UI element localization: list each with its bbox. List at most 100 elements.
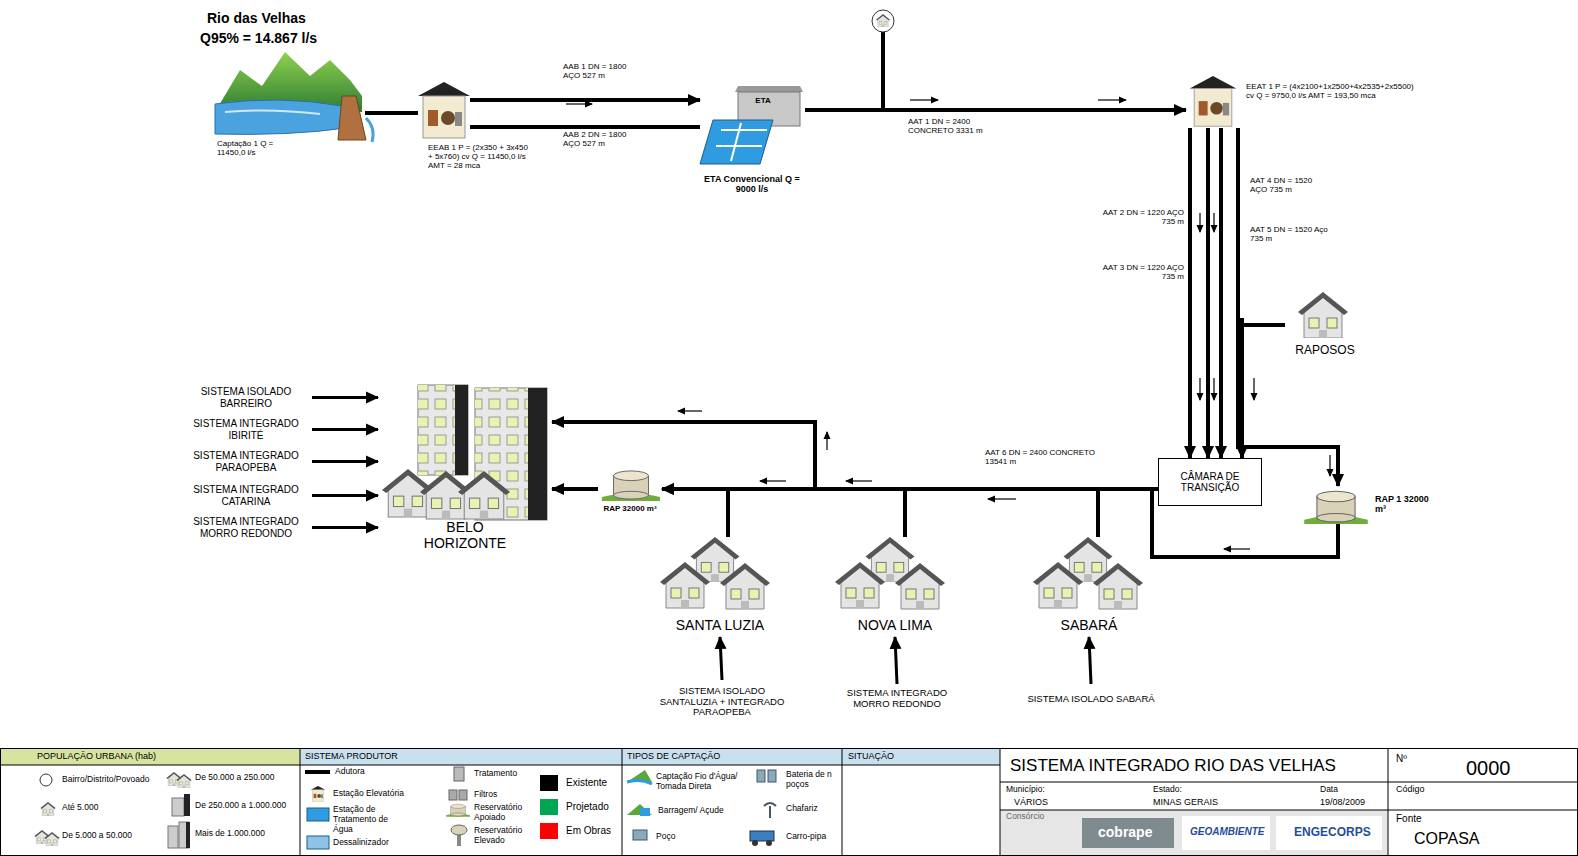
node-text: EEAT 1 P = (4x2100+1x2500+4x2535+2x5500)… [1246, 82, 1418, 100]
source-system: SISTEMA ISOLADO BARREIRO [180, 382, 312, 413]
legend-text: Em Obras [566, 825, 611, 837]
pipeline [552, 422, 1158, 489]
node-text: SISTEMA INTEGRADO MORRO REDONDO [833, 688, 961, 710]
node-text: SABARÁ [1030, 617, 1148, 633]
source-system: SISTEMA INTEGRADO CATARINA [180, 480, 312, 511]
legend-text: Até 5.000 [62, 803, 98, 813]
node-text: SISTEMA INTEGRADO MORRO REDONDO [183, 516, 309, 539]
pipe-label: AAT 4 DN = 1520 AÇO 735 m [1250, 176, 1330, 194]
pumping-station: EEAB 1 P = (2x350 + 3x450 + 5x760) cv Q … [418, 82, 470, 140]
node-text: ETA Convencional Q = 9000 l/s [697, 174, 807, 195]
pipe-label: AAB 1 DN = 1800 AÇO 527 m [563, 62, 629, 80]
sheet-title: SISTEMA INTEGRADO RIO DAS VELHAS [1010, 756, 1336, 776]
sheet-label: ENGECORPS [1294, 826, 1371, 840]
sheet-label: Estado: [1153, 785, 1182, 795]
legend-text: Projetado [566, 801, 609, 813]
sheet-label: Fonte [1396, 813, 1422, 825]
node-text: Captação 1 Q = 11450,0 l/s [217, 139, 291, 157]
legend-text: Barragem/ Açude [658, 806, 724, 816]
town-santa-luzia: SANTA LUZIA [655, 537, 785, 637]
node-text: Rio das Velhas [207, 10, 357, 26]
node-text: NOVA LIMA [830, 617, 960, 633]
sheet-label: Consórcio [1006, 812, 1044, 822]
city-belo-horizonte: BELO HORIZONTE [378, 383, 552, 553]
legend-text: Adutora [335, 767, 365, 777]
legend-swatch [540, 775, 558, 791]
town-raposos: RAPOSOS [1285, 292, 1365, 362]
node-text: RAPOSOS [1285, 344, 1365, 358]
legend-text: Bairro/Distrito/Povoado [62, 775, 149, 785]
pipe-label: AAT 5 DN = 1520 Aço 735 m [1250, 225, 1330, 243]
node-text: ETA [748, 96, 778, 105]
legend-text: Mais de 1.000.000 [195, 829, 265, 839]
town-nova-lima: NOVA LIMA [830, 537, 960, 637]
reservoir: RAP 32000 m³ [598, 468, 662, 502]
legend-text: De 5.000 a 50.000 [62, 831, 132, 841]
legend-text: Reservatório Apoiado [474, 803, 536, 823]
pipe-label: AAT 3 DN = 1220 AÇO 735 m [1096, 263, 1184, 281]
treatment-plant: ETAETA Convencional Q = 9000 l/s [700, 86, 805, 170]
pipeline [1098, 489, 1158, 537]
legend-text: Estação de Tratamento de Água [333, 805, 405, 834]
sheet-label: POPULAÇÃO URBANA (hab) [37, 751, 156, 761]
town-sabara: SABARÁ [1030, 537, 1148, 637]
legend-text: Chafariz [786, 804, 818, 814]
sheet-label: VÁRIOS [1014, 797, 1048, 807]
sheet-label: Nº [1396, 753, 1407, 765]
pipeline [312, 526, 378, 529]
node-text: SISTEMA ISOLADO SANTALUZIA + INTEGRADO P… [655, 686, 789, 719]
legend-text: Bateria de n poços [786, 770, 838, 790]
pipe-label: AAT 6 DN = 2400 CONCRETO 13541 m [985, 448, 1097, 466]
node-text: CÂMARA DE TRANSIÇÃO [1162, 471, 1258, 494]
node-text: RAP 32000 m³ [590, 504, 670, 513]
node-text: BELO HORIZONTE [415, 519, 515, 551]
node-text: RAP 1 32000 m³ [1375, 494, 1437, 515]
pipeline [1188, 128, 1192, 458]
legend-text: Poço [656, 832, 675, 842]
pipe-label: AAB 2 DN = 1800 AÇO 527 m [563, 130, 629, 148]
sheet-label: MINAS GERAIS [1153, 797, 1218, 807]
pipeline [365, 111, 418, 115]
pumping-station: EEAT 1 P = (4x2100+1x2500+4x2535+2x5500)… [1186, 76, 1240, 128]
pipeline [470, 125, 700, 129]
source-system: SISTEMA INTEGRADO IBIRITÉ [180, 414, 312, 445]
pipeline [895, 637, 897, 684]
pipeline [1206, 128, 1210, 458]
source-system: SISTEMA ISOLADO SANTALUZIA + INTEGRADO P… [652, 680, 792, 724]
pipeline [1089, 637, 1091, 684]
node-text: SISTEMA INTEGRADO IBIRITÉ [183, 418, 309, 441]
sheet-label: 0000 [1466, 757, 1511, 780]
source-system: SISTEMA INTEGRADO MORRO REDONDO [830, 684, 964, 714]
node-text: SISTEMA INTEGRADO CATARINA [183, 484, 309, 507]
pipeline [312, 494, 378, 497]
legend-text: Tratamento [474, 769, 517, 779]
pipeline [905, 489, 1158, 537]
pipe-label: AAT 2 DN = 1220 AÇO 735 m [1096, 208, 1184, 226]
legend-text: De 50.000 a 250.000 [195, 773, 274, 783]
node-text: SISTEMA ISOLADO SABARÁ [1024, 694, 1158, 705]
legend-text: Estação Elevatória [333, 789, 404, 799]
legend-text: Carro-pipa [786, 832, 826, 842]
legend-text: De 250.000 a 1.000.000 [195, 801, 286, 811]
pipeline [470, 98, 700, 102]
source-system: SISTEMA INTEGRADO PARAOPEBA [180, 446, 312, 477]
node-text: EEAB 1 P = (2x350 + 3x450 + 5x760) cv Q … [428, 143, 528, 171]
reservoir: RAP 1 32000 m³ [1300, 486, 1372, 524]
pipeline [552, 487, 598, 491]
sheet-label: Código [1396, 784, 1425, 794]
pipeline [805, 108, 1186, 112]
node-text: SISTEMA ISOLADO BARREIRO [183, 386, 309, 409]
transition-chamber: CÂMARA DE TRANSIÇÃO [1158, 458, 1262, 506]
sheet-label: cobrape [1098, 824, 1152, 840]
node-text: SISTEMA INTEGRADO PARAOPEBA [183, 450, 309, 473]
pipeline [312, 396, 378, 399]
legend-text: Filtros [474, 790, 497, 800]
source-system: SISTEMA INTEGRADO MORRO REDONDO [180, 512, 312, 543]
node-text: SANTA LUZIA [655, 617, 785, 633]
pipeline [728, 489, 1158, 537]
sheet-label: Município: [1006, 785, 1045, 795]
legend-text: Reservatório Elevado [474, 826, 536, 846]
node-text: Q95% = 14.867 l/s [200, 30, 360, 46]
sheet-label: 19/08/2009 [1320, 797, 1365, 807]
legend-text: Dessalinizador [333, 838, 389, 848]
